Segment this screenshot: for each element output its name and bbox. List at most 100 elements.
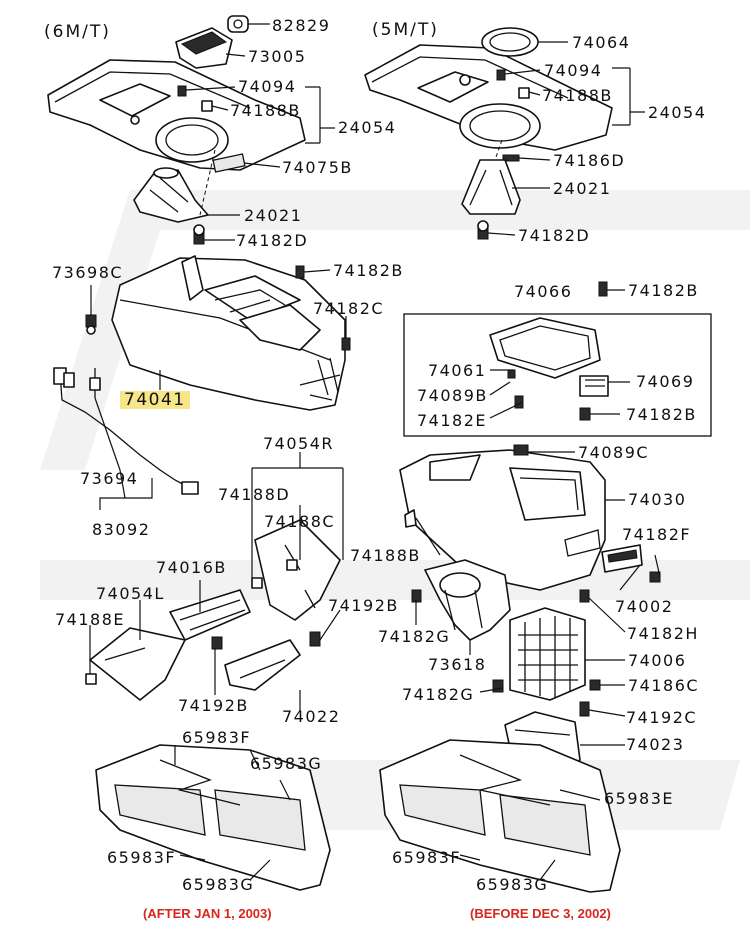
part-74182H[interactable]: 74182H: [627, 624, 699, 643]
part-74182B-c[interactable]: 74182B: [626, 405, 697, 424]
part-74188D[interactable]: 74188D: [218, 485, 291, 504]
cup-insert-73005: [175, 27, 233, 69]
clip-74089C: [513, 444, 529, 456]
part-74094-a[interactable]: 74094: [238, 77, 297, 96]
part-24021-b[interactable]: 24021: [553, 179, 612, 198]
screw-74182B-c: [579, 407, 591, 421]
screw-74182D-b: [477, 220, 489, 240]
part-74182F[interactable]: 74182F: [622, 525, 692, 544]
console-top-5mt: [364, 44, 613, 151]
screw-74182F: [649, 571, 661, 583]
part-74023[interactable]: 74023: [626, 735, 685, 754]
part-74182D-a[interactable]: 74182D: [236, 231, 309, 250]
part-74030[interactable]: 74030: [628, 490, 687, 509]
part-74186D[interactable]: 74186D: [553, 151, 626, 170]
part-74054L[interactable]: 74054L: [96, 584, 165, 603]
part-74182B-a[interactable]: 74182B: [333, 261, 404, 280]
part-74188E[interactable]: 74188E: [55, 610, 126, 629]
part-74002[interactable]: 74002: [615, 597, 674, 616]
part-74069[interactable]: 74069: [636, 372, 695, 391]
part-74186C[interactable]: 74186C: [628, 676, 700, 695]
part-83092[interactable]: 83092: [92, 520, 151, 539]
clip-74186C: [589, 679, 601, 691]
bracket-74016B: [169, 589, 251, 641]
bracket-74022: [224, 639, 301, 691]
part-74075B[interactable]: 74075B: [282, 158, 353, 177]
part-65983F-c[interactable]: 65983F: [392, 848, 462, 867]
part-74061[interactable]: 74061: [428, 361, 487, 380]
front-console-74041: [111, 255, 346, 411]
part-24054-b[interactable]: 24054: [648, 103, 707, 122]
variant-6mt-label: (6M/T): [44, 22, 111, 42]
part-73005[interactable]: 73005: [248, 47, 307, 66]
part-74182E[interactable]: 74182E: [417, 411, 488, 430]
part-24021-a[interactable]: 24021: [244, 206, 303, 225]
part-65983G-c[interactable]: 65983G: [476, 875, 549, 894]
part-74182G-a[interactable]: 74182G: [378, 627, 451, 646]
part-65983F-b[interactable]: 65983F: [107, 848, 177, 867]
boot-24021-a: [133, 167, 209, 223]
screw-74192B-b: [309, 631, 321, 647]
hinge-74069: [579, 375, 609, 397]
cup-holder-73618: [424, 559, 511, 641]
part-74064[interactable]: 74064: [572, 33, 631, 52]
caption-after-jan-2003: (AFTER JAN 1, 2003): [143, 906, 272, 921]
screw-74192C: [579, 701, 590, 717]
part-74016B[interactable]: 74016B: [156, 558, 227, 577]
part-74192B-a[interactable]: 74192B: [178, 696, 249, 715]
ring-74064: [481, 27, 539, 57]
part-74054R[interactable]: 74054R: [263, 434, 335, 453]
clip-82829: [227, 15, 249, 33]
screw-74182G-b: [492, 679, 504, 693]
part-74192B-b[interactable]: 74192B: [328, 596, 399, 615]
screw-74182D-a: [193, 224, 205, 245]
caption-before-dec-2002: (BEFORE DEC 3, 2002): [470, 906, 611, 921]
part-74041-highlighted[interactable]: 74041: [120, 391, 190, 409]
part-65983F-a[interactable]: 65983F: [182, 728, 252, 747]
part-74006[interactable]: 74006: [628, 651, 687, 670]
console-top-6mt: [47, 59, 306, 171]
screw-74182C: [341, 337, 351, 351]
part-24054-a[interactable]: 24054: [338, 118, 397, 137]
part-74066[interactable]: 74066: [514, 282, 573, 301]
part-74182G-b[interactable]: 74182G: [402, 685, 475, 704]
variant-5mt-label: (5M/T): [372, 20, 439, 40]
screw-74182H: [579, 589, 590, 603]
leader-lines: [89, 23, 661, 881]
clip-74188E: [85, 673, 97, 685]
part-74089C[interactable]: 74089C: [578, 443, 650, 462]
part-74182C[interactable]: 74182C: [313, 299, 385, 318]
clip-74188B-c: [404, 509, 417, 528]
clip-74094-a: [177, 85, 187, 97]
part-74182B-b[interactable]: 74182B: [628, 281, 699, 300]
part-74182D-b[interactable]: 74182D: [518, 226, 591, 245]
boot-24021-b: [461, 159, 521, 215]
part-74188B-a[interactable]: 74188B: [230, 101, 301, 120]
screw-74192B-a: [211, 636, 223, 650]
part-74188C[interactable]: 74188C: [264, 512, 336, 531]
pad-74075B: [212, 153, 246, 173]
part-82829[interactable]: 82829: [272, 16, 331, 35]
armrest-kit-box: [403, 313, 712, 437]
part-74192C[interactable]: 74192C: [626, 708, 698, 727]
part-74188B-c[interactable]: 74188B: [350, 546, 421, 565]
part-74022[interactable]: 74022: [282, 707, 341, 726]
part-65983G-a[interactable]: 65983G: [250, 754, 323, 773]
part-65983E[interactable]: 65983E: [604, 789, 675, 808]
latch-74061: [507, 369, 516, 379]
clip-74188D: [251, 577, 263, 589]
part-73618[interactable]: 73618: [428, 655, 487, 674]
armrest-lid-74066: [489, 317, 601, 379]
part-65983G-b[interactable]: 65983G: [182, 875, 255, 894]
part-74094-b[interactable]: 74094: [544, 61, 603, 80]
clip-74188B-a: [201, 100, 213, 112]
part-73694[interactable]: 73694: [80, 469, 139, 488]
clip-74188C: [286, 559, 298, 571]
part-73698C[interactable]: 73698C: [52, 263, 124, 282]
trim-panels-left: [95, 744, 331, 891]
cover-74002: [601, 544, 643, 573]
part-74089B[interactable]: 74089B: [417, 386, 488, 405]
trim-panels-right: [379, 739, 621, 893]
part-74188B-b[interactable]: 74188B: [542, 86, 613, 105]
